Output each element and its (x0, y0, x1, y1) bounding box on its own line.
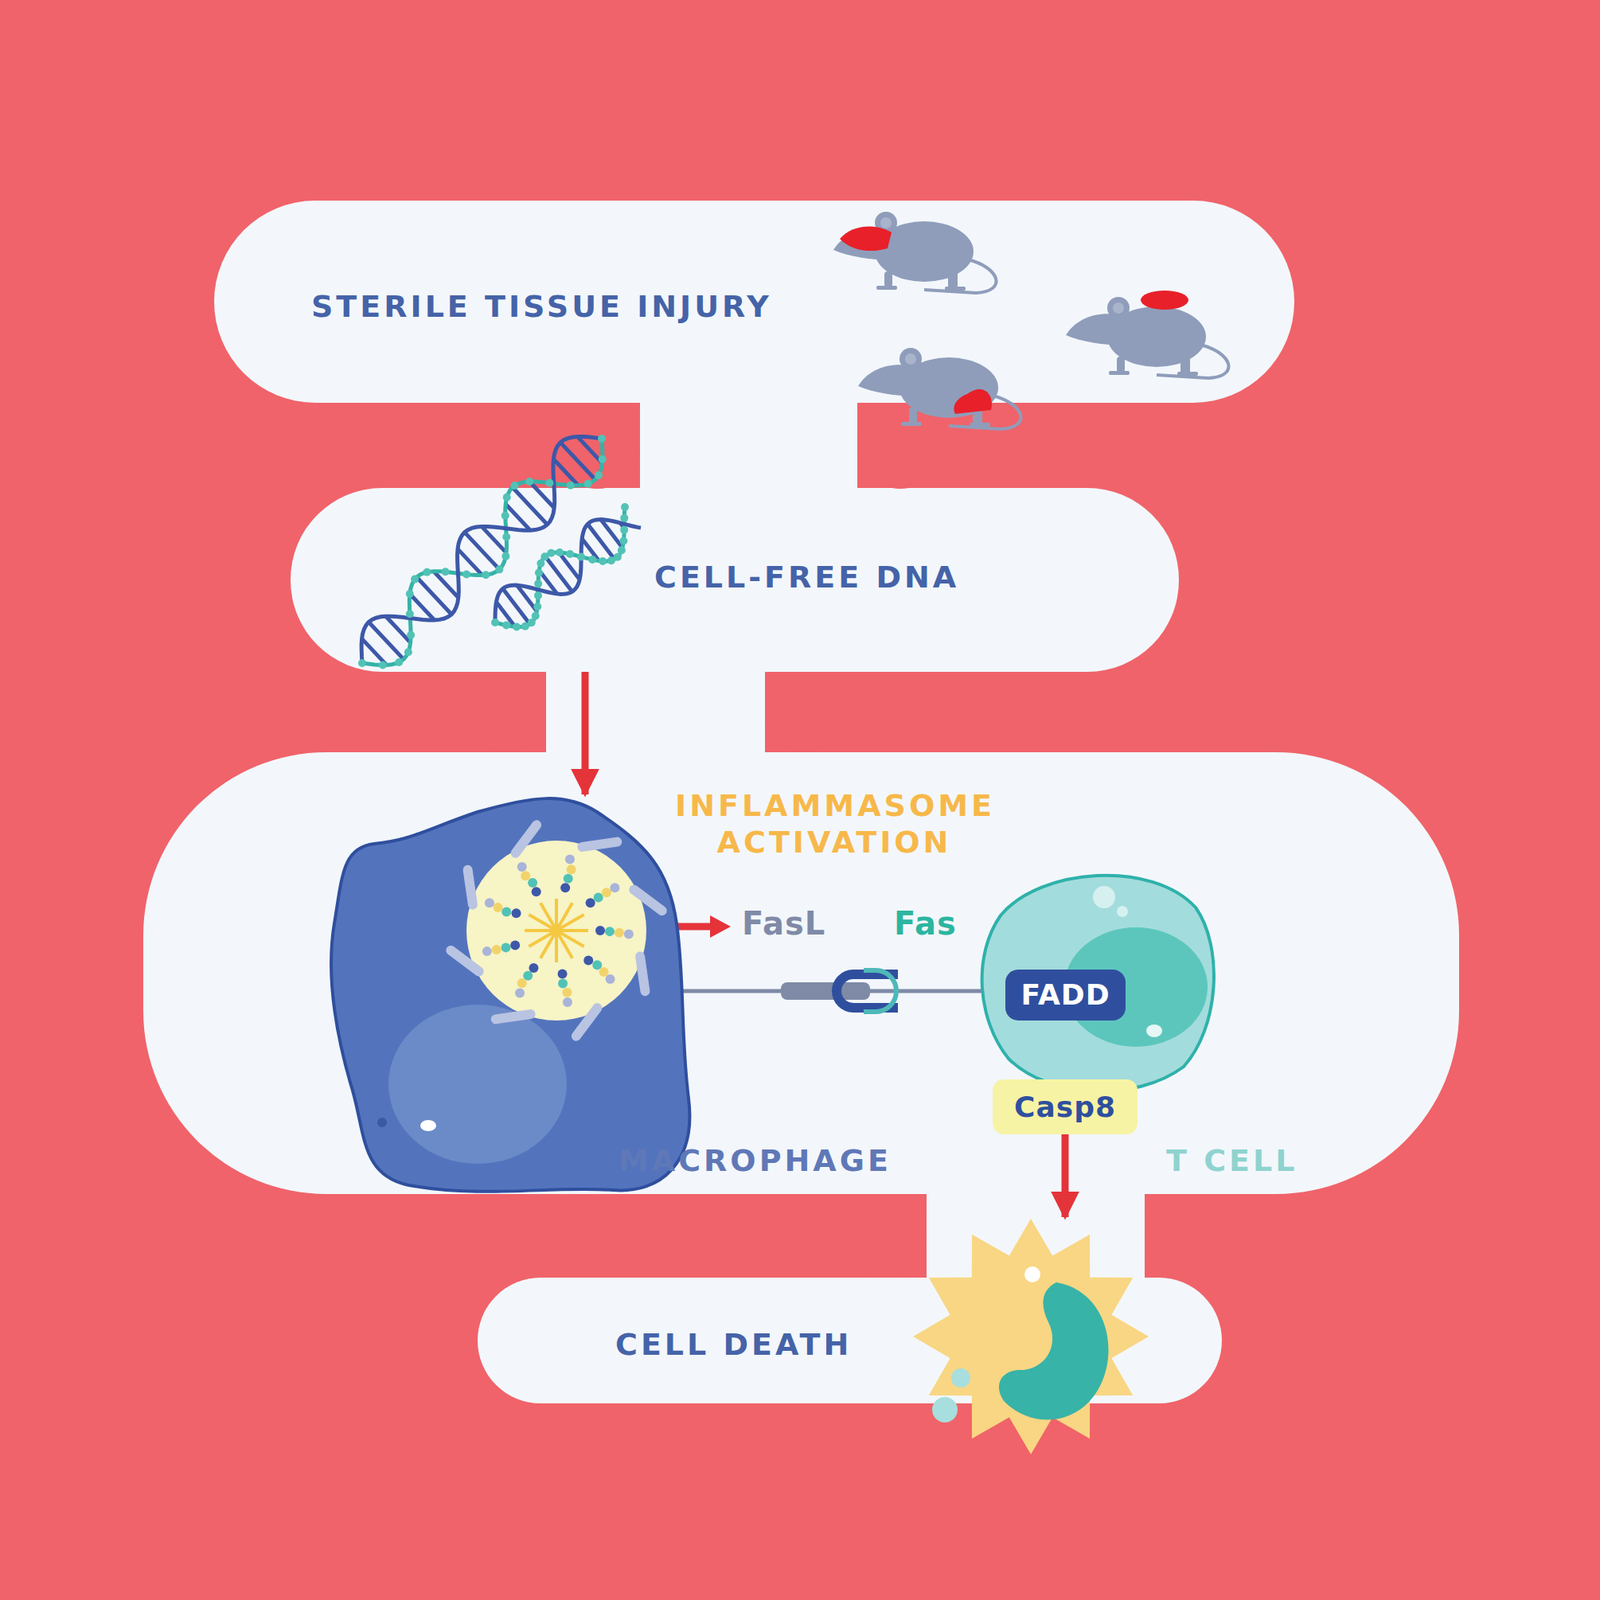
heading-text: MACROPHAGE (618, 1143, 892, 1179)
molecule-label: Fas (893, 904, 957, 943)
band-node: CELL-FREE DNA (290, 487, 1179, 672)
band-node: STERILE TISSUE INJURY (214, 200, 1295, 403)
ligand-link (664, 989, 1006, 994)
heading-text: STERILE TISSUE INJURY (311, 289, 773, 325)
dna-helix (358, 434, 641, 669)
mac-node: MACROPHAGE (326, 796, 705, 1199)
mac-shape (326, 796, 705, 1199)
flow-arrow (581, 671, 590, 795)
box-label: Casp8 (1014, 1090, 1117, 1124)
label-box: Casp8 (992, 1079, 1138, 1135)
heading-text: CELL-FREE DNA (654, 560, 960, 596)
tcell-node: T CELLFADD (976, 867, 1218, 1093)
heading-text: CELL DEATH (615, 1327, 852, 1363)
heading-text: T CELL (1166, 1143, 1298, 1179)
burst-node: CELL DEATH (913, 1218, 1149, 1455)
burst-shape (913, 1218, 1149, 1455)
process-label: INFLAMMASOME ACTIVATION (675, 788, 994, 861)
molecule-label: FasL (741, 904, 826, 943)
box-label: FADD (1020, 978, 1110, 1011)
label-box: FADD (1005, 969, 1126, 1021)
flow-arrow (1061, 1134, 1070, 1218)
mouse-illustration (833, 211, 1229, 430)
